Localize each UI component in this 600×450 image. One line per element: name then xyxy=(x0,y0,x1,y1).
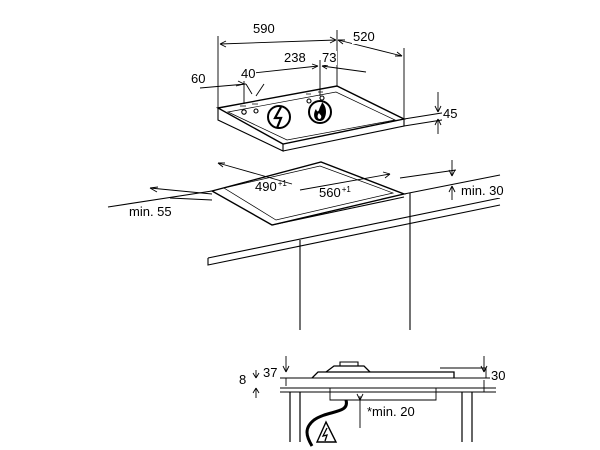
lightning-icon xyxy=(267,105,291,129)
dim-8-label: 8 xyxy=(238,372,248,387)
dim-45-label: 45 xyxy=(442,106,459,121)
dim-37-label: 37 xyxy=(262,365,279,380)
dim-40-label: 40 xyxy=(240,66,257,81)
dim-238-label: 238 xyxy=(283,50,307,65)
dim-590-label: 590 xyxy=(252,21,276,36)
cross-section xyxy=(252,356,496,447)
dim-560-label: 560+1 xyxy=(318,185,352,202)
flame-icon xyxy=(308,100,332,124)
dim-60-label: 60 xyxy=(190,71,207,86)
dim-73-label: 73 xyxy=(321,50,338,65)
dim-490-value: 490 xyxy=(255,179,277,194)
electric-warning-icon xyxy=(315,420,338,443)
dim-30-label: 30 xyxy=(490,368,507,383)
dim-520-label: 520 xyxy=(352,29,376,44)
dim-560-value: 560 xyxy=(319,185,341,200)
dim-min30-label: min. 30 xyxy=(460,183,505,198)
worktop xyxy=(107,161,501,330)
dim-min20-label: *min. 20 xyxy=(366,404,416,419)
dim-min55-label: min. 55 xyxy=(128,204,173,219)
dim-560-tolerance: +1 xyxy=(341,185,351,194)
dim-490-label: 490+1 xyxy=(254,179,288,196)
cutout-dimensions xyxy=(149,160,457,201)
dim-490-tolerance: +1 xyxy=(277,179,287,188)
